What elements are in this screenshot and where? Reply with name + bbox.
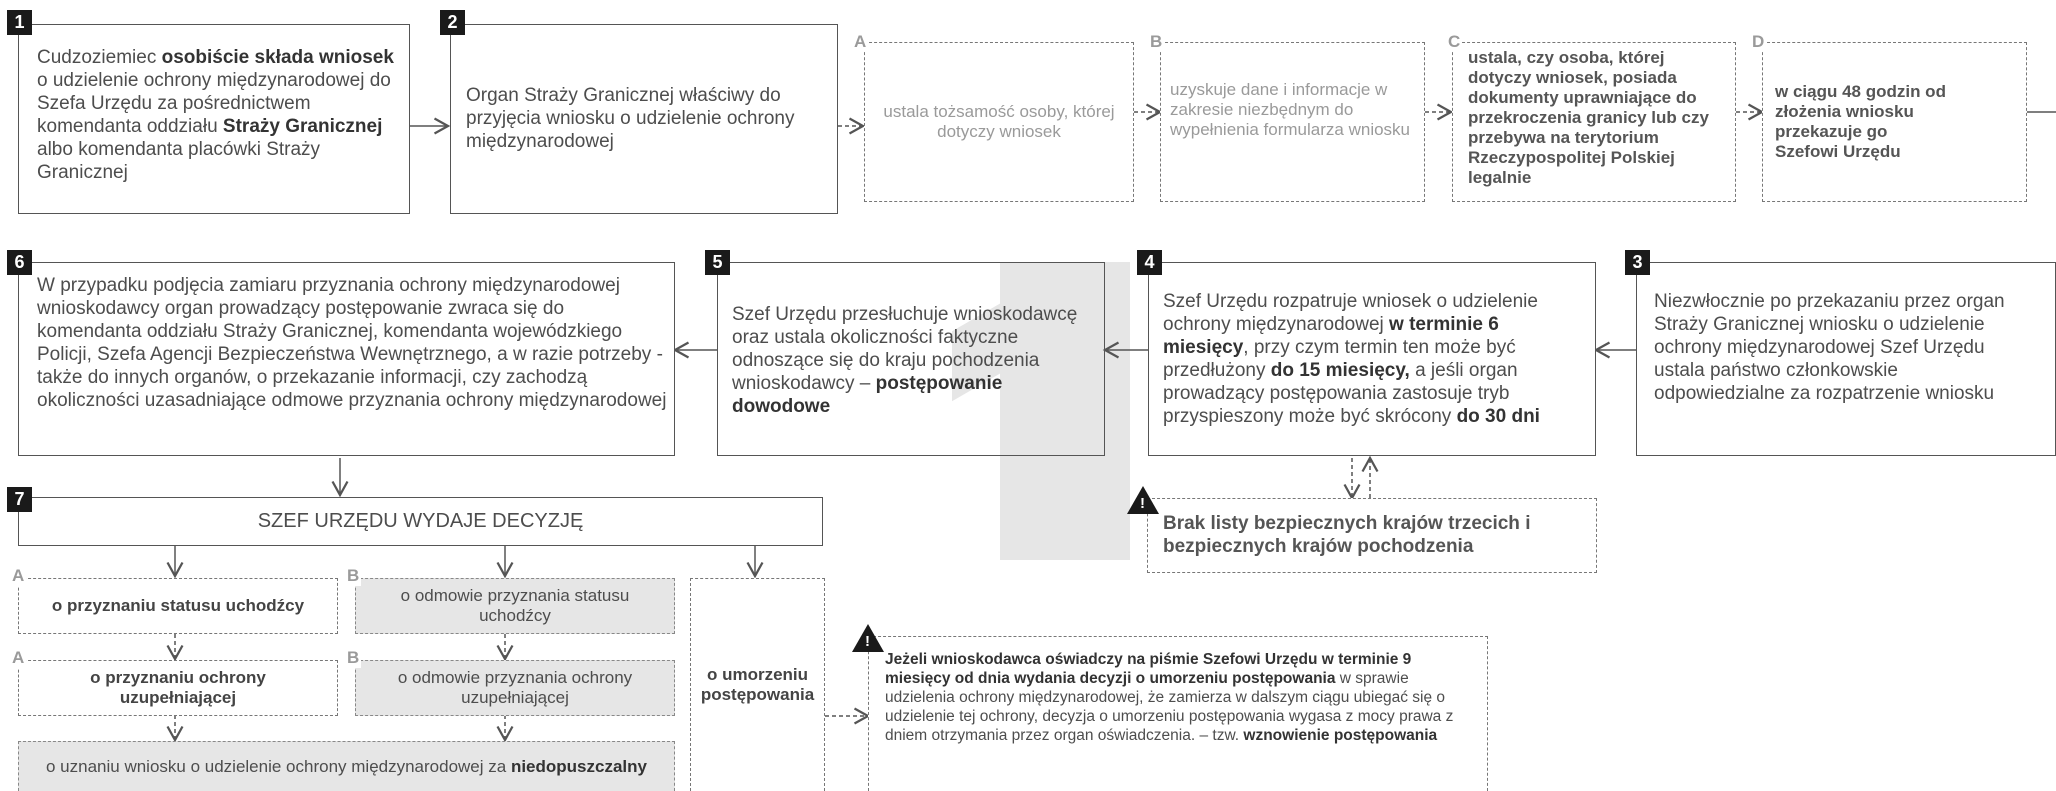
step-7-text: SZEF URZĘDU WYDAJE DECYZJĘ — [257, 510, 584, 532]
decision-a1-box: o przyznaniu statusu uchodźcy — [18, 578, 338, 634]
warning-1-text: Brak listy bezpiecznych krajów trzecich … — [1163, 513, 1531, 557]
substep-d-letter: D — [1750, 32, 1767, 52]
step-4-box — [1148, 262, 1596, 456]
step-1-badge: 1 — [7, 10, 32, 35]
step-3-badge: 3 — [1625, 250, 1650, 275]
decision-a2-letter: A — [10, 648, 27, 668]
step-3-text: Niezwłocznie po przekazaniu przez organ … — [1654, 291, 2005, 404]
step-6-box — [18, 262, 675, 456]
substep-b-box — [1160, 42, 1425, 202]
decision-inadmissible-box: o uznaniu wniosku o udzielenie ochrony m… — [18, 741, 675, 791]
warning-2-box — [868, 636, 1488, 791]
decision-a2-box: o przyznaniu ochrony uzupełniającej — [18, 660, 338, 716]
background-numeral — [1000, 262, 1130, 560]
step-6-text: W przypadku podjęcia zamiaru przyznania … — [37, 275, 667, 411]
decision-discontinue-text: o umorzeniu postępowania — [700, 665, 815, 704]
step-4-badge: 4 — [1137, 250, 1162, 275]
warning-2-icon: ! — [852, 624, 884, 652]
decision-a1-text: o przyznaniu statusu uchodźcy — [51, 596, 305, 615]
decision-a2-text: o przyznaniu ochrony uzupełniającej — [90, 668, 266, 707]
decision-b2-letter: B — [345, 648, 362, 668]
substep-c-text: ustala, czy osoba, której dotyczy wniose… — [1468, 48, 1709, 187]
step-7-badge: 7 — [7, 487, 32, 512]
decision-b1-letter: B — [345, 566, 362, 586]
decision-inadmissible-text: o uznaniu wniosku o udzielenie ochrony m… — [46, 756, 647, 776]
step-6-badge: 6 — [7, 250, 32, 275]
substep-b-text: uzyskuje dane i informacje w zakresie ni… — [1170, 80, 1411, 139]
decision-discontinue-box: o umorzeniu postępowania — [690, 578, 825, 791]
step-3-box — [1636, 262, 2056, 456]
decision-a1-letter: A — [10, 566, 27, 586]
substep-a-letter: A — [852, 32, 869, 52]
step-2-badge: 2 — [440, 10, 465, 35]
step-4-text: Szef Urzędu rozpatruje wniosek o udziele… — [1163, 291, 1540, 427]
substep-a-text: ustala tożsamość osoby, której dotyczy w… — [883, 102, 1115, 141]
step-5-text: Szef Urzędu przesłuchuje wnioskodawcę or… — [732, 304, 1078, 417]
step-2-text: Organ Straży Granicznej właściwy do przy… — [466, 85, 795, 152]
decision-b1-text: o odmowie przyznania statusu uchodźcy — [400, 586, 630, 625]
decision-b2-text: o odmowie przyznania ochrony uzupełniają… — [397, 668, 633, 707]
decision-b1-box: o odmowie przyznania statusu uchodźcy — [355, 578, 675, 634]
step-1-box — [18, 24, 410, 214]
warning-1-box — [1147, 498, 1597, 573]
warning-1-icon: ! — [1127, 486, 1159, 514]
step-5-badge: 5 — [705, 250, 730, 275]
substep-d-box — [1762, 42, 2027, 202]
decision-b2-box: o odmowie przyznania ochrony uzupełniają… — [355, 660, 675, 716]
step-1-text: Cudzoziemiec osobiście składa wniosek o … — [37, 47, 394, 183]
step-5-box — [717, 262, 1105, 456]
substep-c-letter: C — [1446, 32, 1463, 52]
step-7-box: SZEF URZĘDU WYDAJE DECYZJĘ — [18, 497, 823, 546]
substep-a-box — [864, 42, 1134, 202]
warning-2-text: Jeżeli wnioskodawca oświadczy na piśmie … — [885, 651, 1454, 744]
substep-b-letter: B — [1148, 32, 1165, 52]
substep-d-text: w ciągu 48 godzin od złożenia wniosku pr… — [1775, 82, 1946, 161]
step-2-box — [450, 24, 838, 214]
substep-c-box — [1452, 42, 1736, 202]
